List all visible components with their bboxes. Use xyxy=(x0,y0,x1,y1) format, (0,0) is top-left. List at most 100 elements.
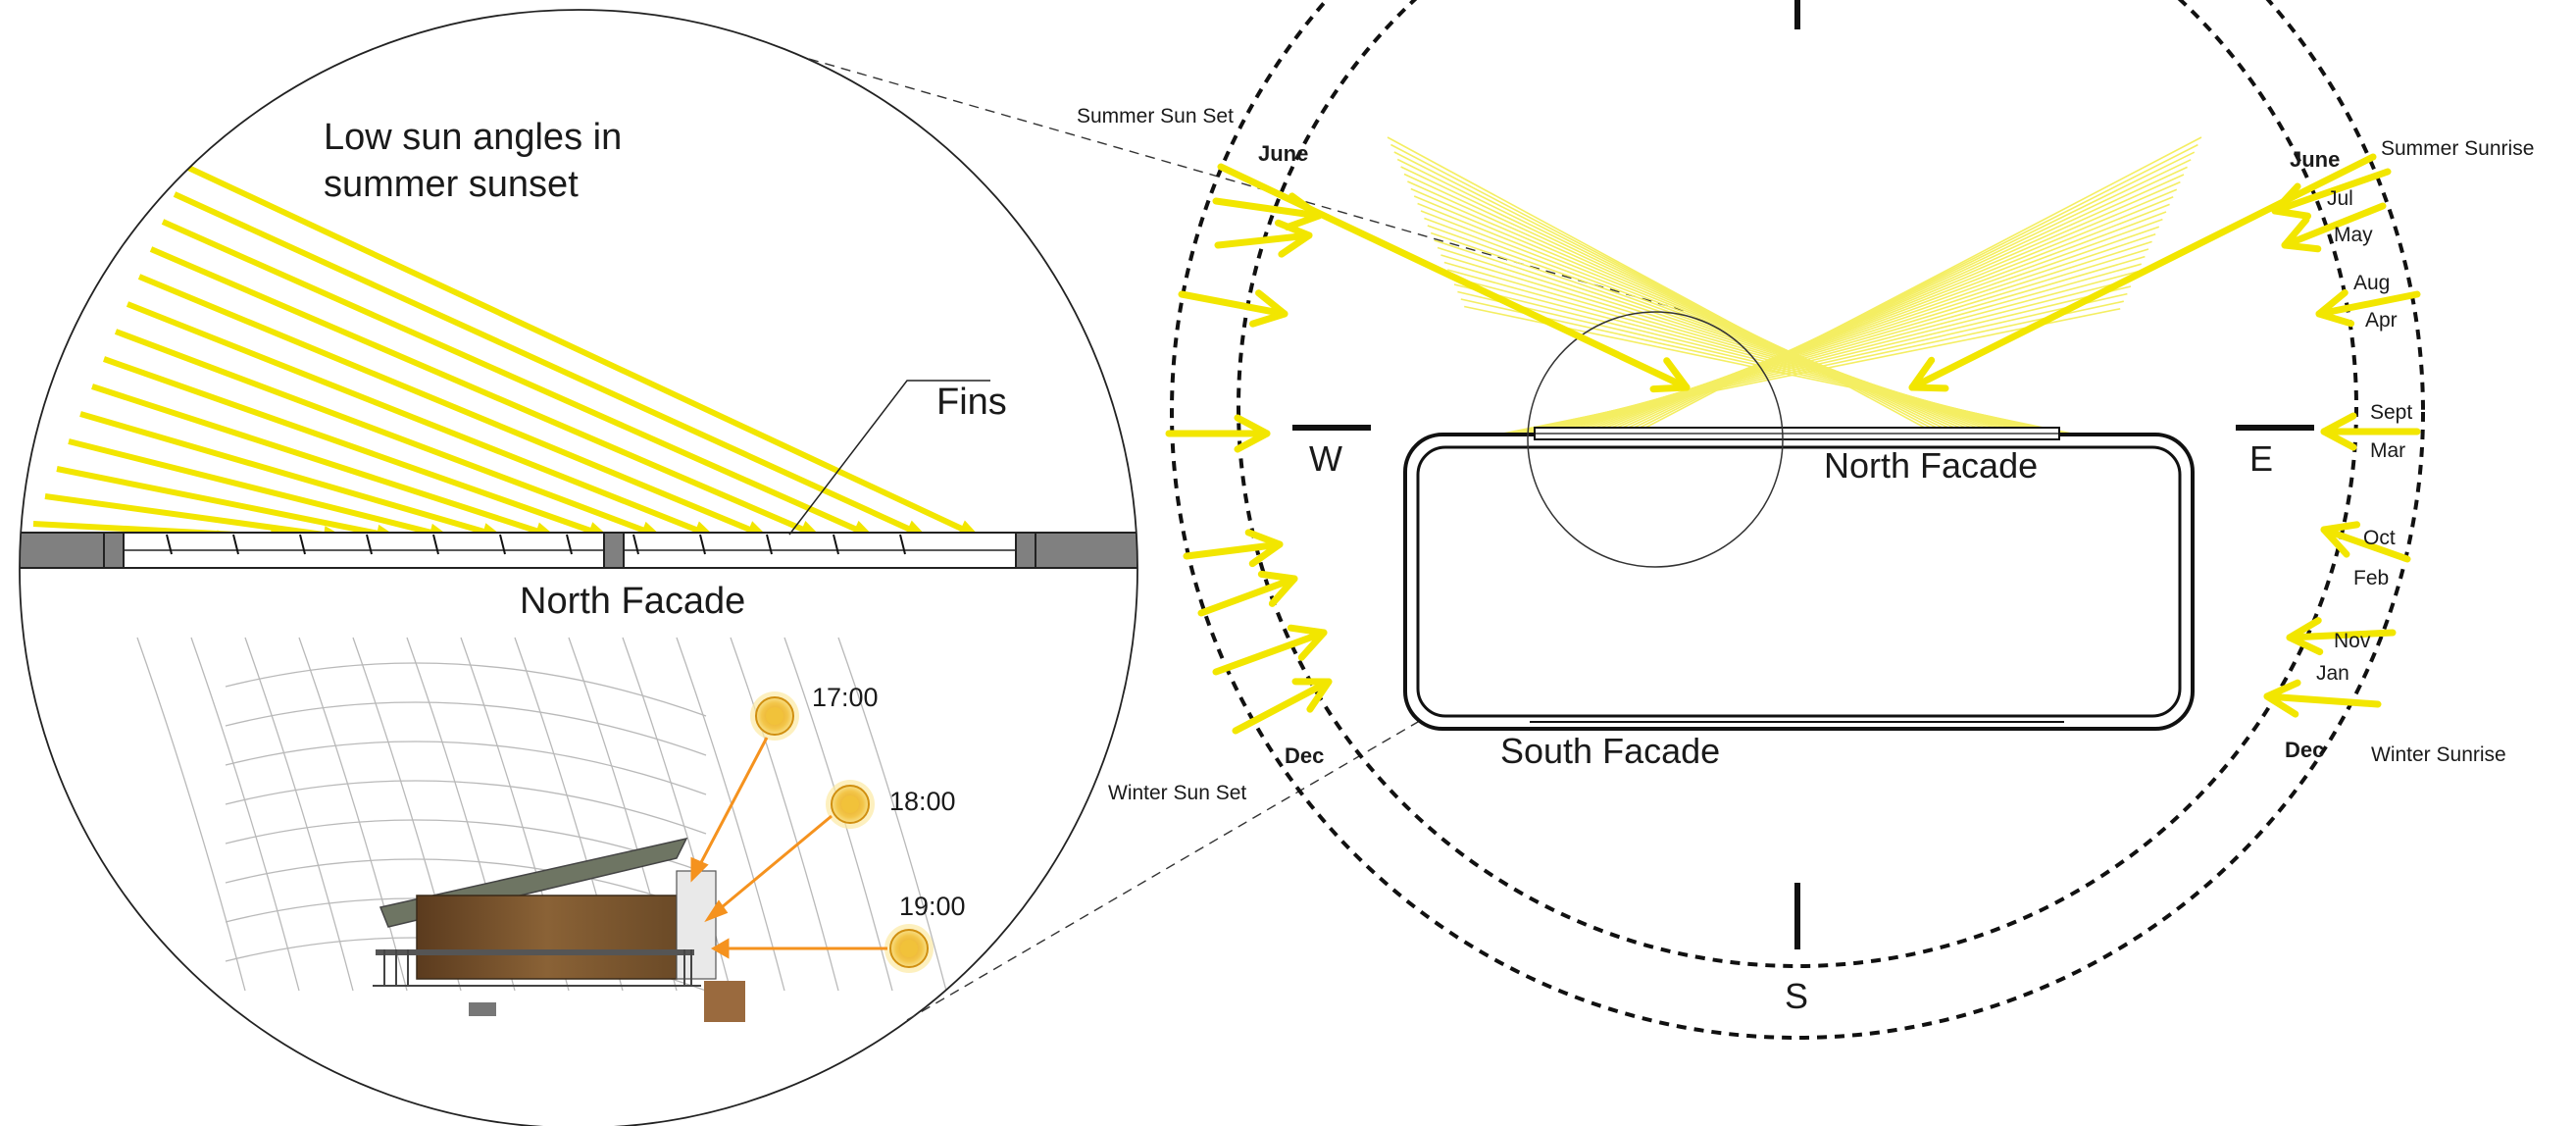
ray-west xyxy=(1417,202,2007,440)
facade-section xyxy=(20,532,1137,569)
month-arrowhead xyxy=(2315,288,2355,328)
winter-sunset-label: Winter Sun Set xyxy=(1108,782,1246,804)
east-oct: Oct xyxy=(2363,527,2396,549)
sketch-line xyxy=(622,637,732,992)
month-arrow xyxy=(2286,629,2397,641)
ray-west xyxy=(1403,173,1981,440)
fins-label: Fins xyxy=(936,382,1007,423)
fin xyxy=(566,534,573,555)
month-arrow xyxy=(2320,526,2411,563)
ray-west xyxy=(1400,166,1974,440)
fin xyxy=(632,534,639,555)
dir-west: W xyxy=(1309,438,1342,479)
fin xyxy=(166,534,173,555)
month-arrow xyxy=(1212,629,1328,676)
detail-ray xyxy=(44,493,346,540)
ray-east xyxy=(1564,203,2170,440)
ray-west xyxy=(1424,217,2021,440)
month-arrowhead xyxy=(1908,356,1949,392)
month-arrowhead xyxy=(2271,182,2312,220)
month-arrow xyxy=(1212,197,1323,220)
sketch-line xyxy=(225,780,707,835)
west-dec: Dec xyxy=(1285,743,1324,768)
month-arrowhead xyxy=(1234,414,1271,453)
detail-ray xyxy=(79,411,505,540)
sun-17 xyxy=(750,691,799,741)
detail-ray xyxy=(68,438,452,540)
plan-view: W E S North Facade South Facade Summer S… xyxy=(1077,0,2534,1040)
ray-west xyxy=(1396,158,1967,440)
east-apr: Apr xyxy=(2365,309,2398,332)
sketch-line xyxy=(190,637,300,992)
north-facade-label: North Facade xyxy=(1824,445,2038,486)
ray-west xyxy=(1387,136,1947,440)
month-arrow xyxy=(2315,290,2421,318)
detail-ray xyxy=(114,329,665,540)
south-facade-label: South Facade xyxy=(1500,731,1720,771)
detail-ray xyxy=(137,274,771,540)
sketch-line xyxy=(730,637,839,992)
ray-west xyxy=(1390,143,1954,440)
month-arrows xyxy=(1165,153,2421,735)
ray-west xyxy=(1410,187,1994,440)
inner-path-circle xyxy=(1237,0,2358,968)
detail-ray xyxy=(184,164,983,540)
plan-sun-rays xyxy=(1387,136,2202,440)
summer-sunset-label: Summer Sun Set xyxy=(1077,105,1234,128)
month-arrow xyxy=(1908,153,2377,391)
time-label-19: 19:00 xyxy=(899,892,966,921)
compass-ticks xyxy=(1292,0,2314,949)
month-arrowhead xyxy=(1244,529,1284,568)
detail-ray xyxy=(103,356,611,540)
fin xyxy=(499,534,506,555)
month-arrowhead xyxy=(2286,617,2324,656)
east-mar: Mar xyxy=(2370,439,2405,462)
dir-south: S xyxy=(1785,976,1808,1016)
fin xyxy=(432,534,439,555)
fin xyxy=(833,534,839,555)
fins-leader-line xyxy=(788,380,990,536)
month-arrowhead xyxy=(2320,412,2357,451)
month-arrowhead xyxy=(1249,289,1288,328)
month-arrow xyxy=(1214,231,1313,249)
detail-ray xyxy=(56,466,399,540)
east-jul: Jul xyxy=(2327,187,2353,210)
sketch-line xyxy=(676,637,785,992)
fin xyxy=(299,534,306,555)
detail-facade-label: North Facade xyxy=(520,581,745,622)
fin xyxy=(699,534,706,555)
sketch-line xyxy=(244,637,354,992)
sketch-line xyxy=(225,858,707,913)
ray-east xyxy=(1474,308,2121,440)
time-arrows xyxy=(690,737,887,959)
month-arrow xyxy=(2271,168,2392,215)
time-label-18: 18:00 xyxy=(889,787,956,816)
month-arrow xyxy=(2263,692,2382,708)
month-arrowhead xyxy=(2281,216,2322,253)
outer-path-circle xyxy=(1170,0,2425,1040)
east-aug: Aug xyxy=(2353,272,2390,294)
detail-sun-rays xyxy=(21,164,983,554)
detail-ray xyxy=(91,384,558,540)
month-arrow xyxy=(1217,163,1691,391)
detail-ray xyxy=(161,219,877,540)
east-june: June xyxy=(2290,147,2340,172)
east-jan: Jan xyxy=(2316,662,2349,685)
fins-row xyxy=(166,534,906,555)
dir-east: E xyxy=(2249,438,2273,479)
sketch-line xyxy=(298,637,408,992)
sketch-line xyxy=(225,741,707,795)
fin xyxy=(366,534,373,555)
east-may: May xyxy=(2334,224,2373,246)
ray-east xyxy=(1544,226,2160,440)
sketch-line xyxy=(225,701,707,756)
month-arrowhead xyxy=(1649,357,1691,393)
sketch-line xyxy=(225,662,707,717)
month-arrowhead xyxy=(2320,521,2361,558)
month-arrowhead xyxy=(1274,219,1313,258)
month-arrowhead xyxy=(1287,624,1328,661)
fin xyxy=(766,534,773,555)
month-arrow xyxy=(1178,290,1288,318)
ray-west xyxy=(1393,151,1960,440)
